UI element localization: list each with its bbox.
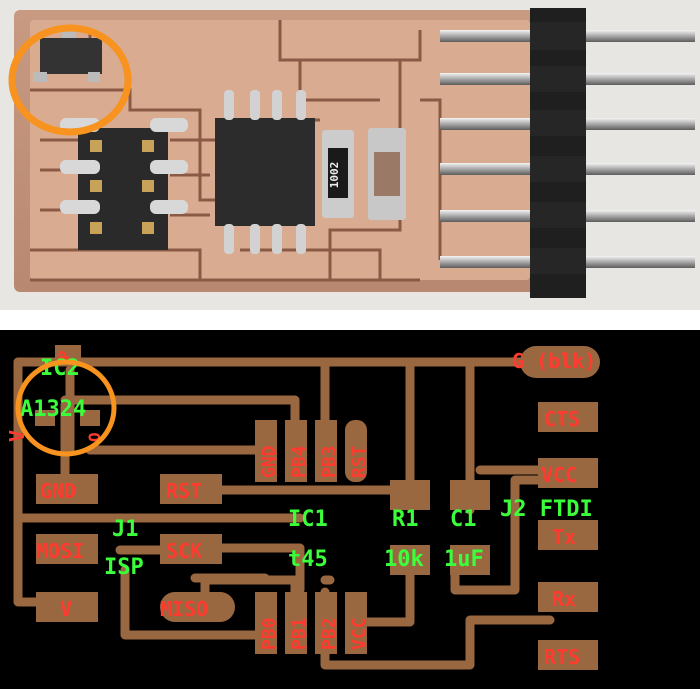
ic1-chip (215, 90, 315, 254)
isp-header (60, 118, 188, 250)
pcb-layout-drawing: G (blk) CTS VCC Tx Rx RTS GND RST MOSI S… (5, 345, 600, 670)
label-p-top: P (55, 350, 74, 360)
label-miso: MISO (160, 597, 208, 621)
label-isp: ISP (104, 555, 144, 580)
label-pin-vcc: VCC (349, 617, 370, 650)
resistor-marking: 1002 (328, 162, 341, 189)
label-t45: t45 (288, 547, 328, 572)
highlight-circle-layout (15, 359, 117, 457)
label-sck: SCK (166, 539, 202, 563)
label-c1-value: 1uF (444, 547, 484, 572)
r1-resistor: 1002 (322, 130, 354, 218)
label-j2-ftdi: J2 FTDI (500, 497, 593, 522)
label-ic1: IC1 (288, 507, 328, 532)
label-v-pad: V (60, 597, 72, 621)
label-pin-pb0: PB0 (259, 617, 280, 650)
ic2-chip (40, 38, 102, 74)
label-r1-value: 10k (384, 547, 424, 572)
pads (35, 345, 600, 670)
label-o-top: O (85, 432, 104, 442)
pcb-layout: G (blk) CTS VCC Tx Rx RTS GND RST MOSI S… (0, 330, 700, 689)
label-j1: J1 (112, 517, 139, 542)
label-pin-pb1: PB1 (289, 617, 310, 650)
label-pin-pb3: PB3 (319, 445, 340, 478)
label-mosi: MOSI (36, 539, 84, 563)
c1-capacitor (368, 128, 406, 220)
label-pin-rst: RST (349, 445, 370, 478)
highlight-circle-photo (8, 24, 132, 136)
label-pin-pb2: PB2 (319, 617, 340, 650)
label-vcc-pad: VCC (541, 463, 577, 487)
label-r1: R1 (392, 507, 419, 532)
pcb-photo-drawing: 1002 (8, 8, 695, 298)
pcb-photo: 1002 (0, 0, 700, 310)
label-cts: CTS (544, 407, 580, 431)
label-tx: Tx (552, 525, 576, 549)
label-a1324: A1324 (20, 397, 86, 422)
label-pin-pb4: PB4 (289, 445, 310, 478)
label-rts: RTS (544, 645, 580, 669)
label-rst-pad: RST (166, 479, 202, 503)
label-c1: C1 (450, 507, 477, 532)
label-g-blk: G (blk) (512, 349, 596, 373)
label-gnd-pad: GND (40, 479, 76, 503)
label-rx: Rx (552, 587, 576, 611)
label-pin-gnd: GND (259, 445, 280, 478)
